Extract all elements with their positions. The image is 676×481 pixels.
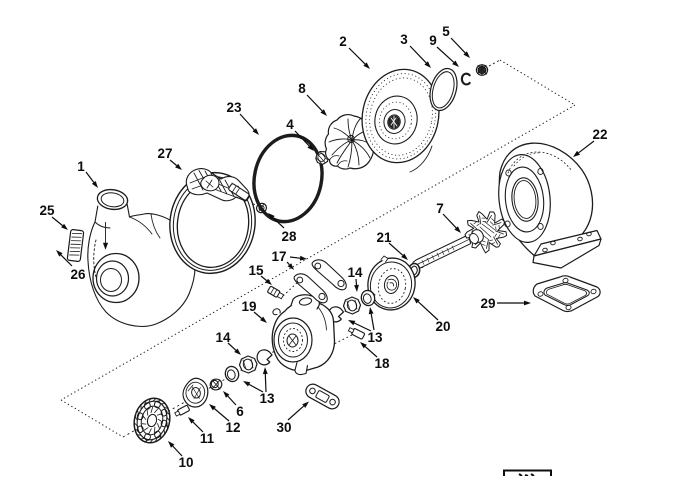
svg-text:23: 23 bbox=[226, 100, 242, 115]
svg-text:1: 1 bbox=[77, 159, 85, 174]
svg-text:8: 8 bbox=[298, 81, 306, 96]
svg-text:4: 4 bbox=[286, 117, 294, 132]
svg-text:28: 28 bbox=[281, 229, 297, 244]
svg-text:26: 26 bbox=[70, 267, 86, 282]
svg-text:14: 14 bbox=[347, 265, 363, 280]
svg-text:12: 12 bbox=[225, 420, 240, 435]
svg-text:30: 30 bbox=[276, 420, 291, 435]
svg-text:3: 3 bbox=[400, 32, 408, 47]
svg-text:21: 21 bbox=[376, 230, 392, 245]
svg-text:19: 19 bbox=[241, 299, 256, 314]
svg-text:11: 11 bbox=[200, 431, 215, 446]
svg-text:13: 13 bbox=[367, 330, 383, 345]
svg-text:6: 6 bbox=[236, 404, 244, 419]
svg-text:7: 7 bbox=[436, 201, 444, 216]
svg-text:9: 9 bbox=[429, 33, 437, 48]
svg-text:10: 10 bbox=[178, 455, 193, 470]
svg-text:25: 25 bbox=[39, 203, 55, 218]
svg-text:15: 15 bbox=[248, 263, 264, 278]
svg-text:22: 22 bbox=[592, 127, 607, 142]
svg-text:29: 29 bbox=[480, 296, 495, 311]
svg-text:5: 5 bbox=[442, 24, 450, 39]
svg-text:13: 13 bbox=[259, 391, 275, 406]
svg-text:27: 27 bbox=[157, 146, 172, 161]
svg-text:14: 14 bbox=[215, 330, 231, 345]
svg-text:20: 20 bbox=[435, 319, 450, 334]
svg-text:18: 18 bbox=[374, 356, 390, 371]
svg-text:17: 17 bbox=[271, 249, 286, 264]
svg-text:2: 2 bbox=[339, 34, 347, 49]
